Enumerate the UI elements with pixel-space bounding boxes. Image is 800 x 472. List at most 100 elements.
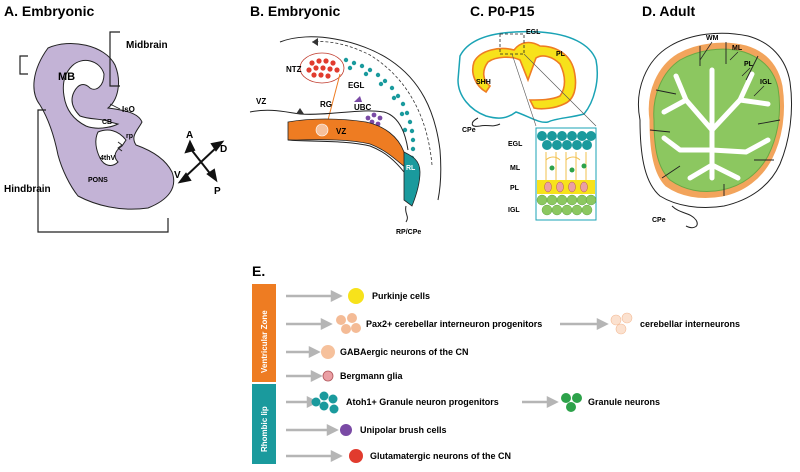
- cell-label-granule: Granule neurons: [588, 397, 660, 407]
- purkinje-cell-glyph: [348, 288, 364, 304]
- dashed-migration-arrow: [311, 41, 433, 166]
- panel-c-title: C. P0-P15: [470, 3, 535, 19]
- dashed-arrow-head: [312, 38, 318, 46]
- panel-e: E. Ventricular Zone Rhombic lip: [252, 263, 740, 464]
- wm-pointer: [699, 41, 713, 61]
- zoom-line-left: [511, 53, 537, 127]
- label-d-cpe: CPe: [652, 217, 666, 224]
- gaba-cn-glyph: [321, 345, 335, 359]
- ml-pointer: [729, 51, 739, 61]
- detail-igl-cells: [536, 194, 597, 216]
- axis-d: D: [220, 144, 227, 155]
- pl-pointer: [741, 67, 751, 77]
- detail-ml-cells: [549, 163, 587, 173]
- rhombic-lip-bar: [252, 384, 276, 464]
- label-iso: IsO: [122, 105, 135, 114]
- egl-cells: [343, 57, 416, 161]
- label-ventricular-zone: Ventricular Zone: [260, 310, 269, 373]
- label-rp-cpe: RP/CPe: [396, 229, 421, 236]
- panel-b-title: B. Embryonic: [250, 3, 340, 19]
- pax2-progenitor-glyph: [336, 313, 361, 334]
- inner-contour-upper: [249, 109, 409, 151]
- zoom-line-right: [523, 53, 597, 127]
- label-c-egl: EGL: [526, 29, 541, 36]
- label-c-cpe: CPe: [462, 127, 476, 134]
- layer-label-ml: ML: [510, 165, 521, 172]
- panel-a-title: A. Embryonic: [4, 3, 94, 19]
- lineage-arrows: [286, 289, 609, 463]
- label-d-ml: ML: [732, 45, 743, 52]
- label-cb: CB: [102, 119, 112, 126]
- label-ubc: UBC: [354, 103, 372, 112]
- inner-contour-lower: [287, 139, 405, 173]
- label-pons: PONS: [88, 177, 108, 184]
- midbrain-ventricle: [62, 59, 120, 129]
- cell-label-interneurons: cerebellar interneurons: [640, 319, 740, 329]
- label-rhombic-lip: Rhombic lip: [260, 406, 269, 452]
- layer-label-egl: EGL: [508, 141, 523, 148]
- orientation-axes: [177, 139, 225, 184]
- adult-fissures: [649, 42, 781, 196]
- cell-label-atoh1: Atoh1+ Granule neuron progenitors: [346, 397, 499, 407]
- layer-label-igl: IGL: [508, 207, 520, 214]
- panel-e-title: E.: [252, 263, 265, 279]
- cerebellar-interneuron-glyph: [610, 312, 633, 335]
- midbrain-bracket: [109, 31, 120, 87]
- fourth-ventricle: [95, 129, 127, 166]
- detail-pl-cells: [544, 181, 588, 193]
- outer-pial-contour: [279, 36, 442, 201]
- label-d-wm: WM: [706, 35, 719, 42]
- layer-label-pl: PL: [510, 185, 520, 192]
- granule-neuron-glyph: [561, 393, 582, 412]
- detail-egl-cells: [537, 131, 596, 150]
- ntz-cells: [306, 58, 340, 79]
- hindbrain-bracket-right: [46, 218, 169, 233]
- axis-a: A: [186, 130, 193, 141]
- label-ntz: NTZ: [286, 65, 302, 74]
- cell-label-gaba-cn: GABAergic neurons of the CN: [340, 347, 469, 357]
- atoh1-progenitor-glyph: [311, 391, 339, 414]
- cell-label-glutamatergic-cn: Glutamatergic neurons of the CN: [370, 451, 511, 461]
- cell-label-bergmann: Bergmann glia: [340, 371, 404, 381]
- iso-pointer: [109, 103, 121, 110]
- label-vz-outer: VZ: [256, 97, 266, 106]
- c-cpe-shape: [471, 117, 501, 127]
- adult-white-matter: [661, 67, 771, 181]
- p0-layer-ribbon: [471, 41, 577, 110]
- igl-pointer: [753, 85, 765, 97]
- label-egl: EGL: [348, 81, 365, 90]
- panel-d-title: D. Adult: [642, 3, 695, 19]
- label-midbrain: Midbrain: [126, 40, 168, 51]
- glutamatergic-cn-glyph: [349, 449, 363, 463]
- label-c-shh: SHH: [476, 79, 491, 86]
- panel-b: B. Embryonic NTZ EGL RG: [249, 3, 442, 236]
- label-vz-inner: VZ: [336, 127, 346, 136]
- label-d-igl: IGL: [760, 79, 772, 86]
- panel-c: C. P0-P15 EGL PL SHH CPe: [457, 3, 598, 221]
- cell-label-pax2: Pax2+ cerebellar interneuron progenitors: [366, 319, 542, 329]
- label-c-pl: PL: [556, 51, 566, 58]
- d-cpe-shape: [671, 205, 698, 229]
- rp-stub: [405, 205, 408, 223]
- panel-d: D. Adult WM ML PL: [638, 3, 792, 229]
- vz-gaba-cell: [315, 123, 329, 137]
- label-rg: RG: [320, 100, 332, 109]
- midbrain-bracket-left: [19, 55, 28, 75]
- label-fourth-v: 4thV: [100, 155, 116, 162]
- axis-p: P: [214, 186, 221, 197]
- cell-label-ubc: Unipolar brush cells: [360, 425, 447, 435]
- detail-pl-band: [537, 180, 595, 194]
- label-rp: rp: [126, 133, 133, 140]
- label-hindbrain: Hindbrain: [4, 184, 51, 195]
- rg-arrowhead: [296, 108, 304, 114]
- ubc-arrowhead: [354, 96, 362, 102]
- radial-glia-fiber: [327, 73, 341, 121]
- label-rl: RL: [406, 165, 416, 172]
- rhombic-lip: [403, 151, 421, 207]
- hindbrain-bracket: [37, 109, 46, 233]
- cell-label-purkinje: Purkinje cells: [372, 291, 430, 301]
- label-mb: MB: [58, 71, 75, 83]
- ventricular-zone-band: [287, 118, 407, 169]
- bergmann-glia-glyph: [322, 370, 334, 382]
